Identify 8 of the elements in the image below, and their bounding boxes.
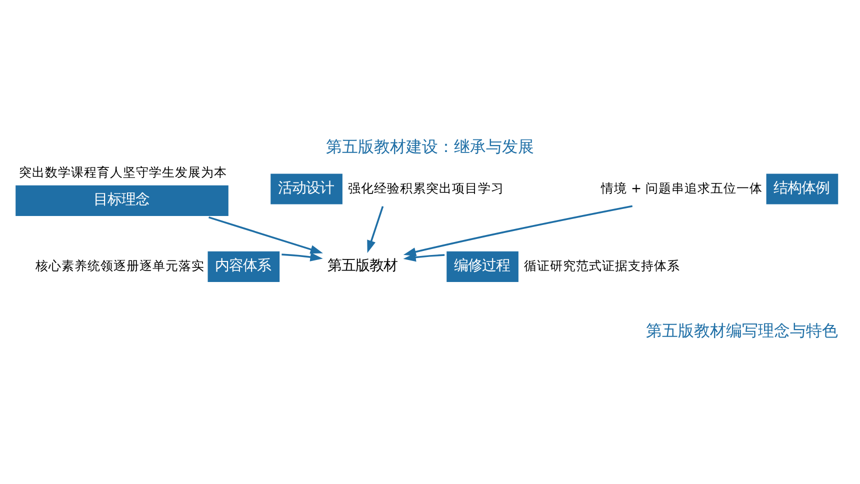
caption: 第五版教材编写理念与特色 xyxy=(646,321,838,340)
node-label: 核心素养统领逐册逐单元落实 xyxy=(35,258,204,274)
node-label: 强化经验积累突出项目学习 xyxy=(348,180,504,196)
node-label: 循证研究范式证据支持体系 xyxy=(524,258,680,274)
node-text: 第五版教材 xyxy=(328,258,398,274)
node-label: 突出数学课程育人坚守学生发展为本 xyxy=(19,164,228,180)
node-label: 情境 + 问题串追求五位一体 xyxy=(601,180,763,196)
diagram-title: 第五版教材建设：继承与发展 xyxy=(326,137,534,156)
